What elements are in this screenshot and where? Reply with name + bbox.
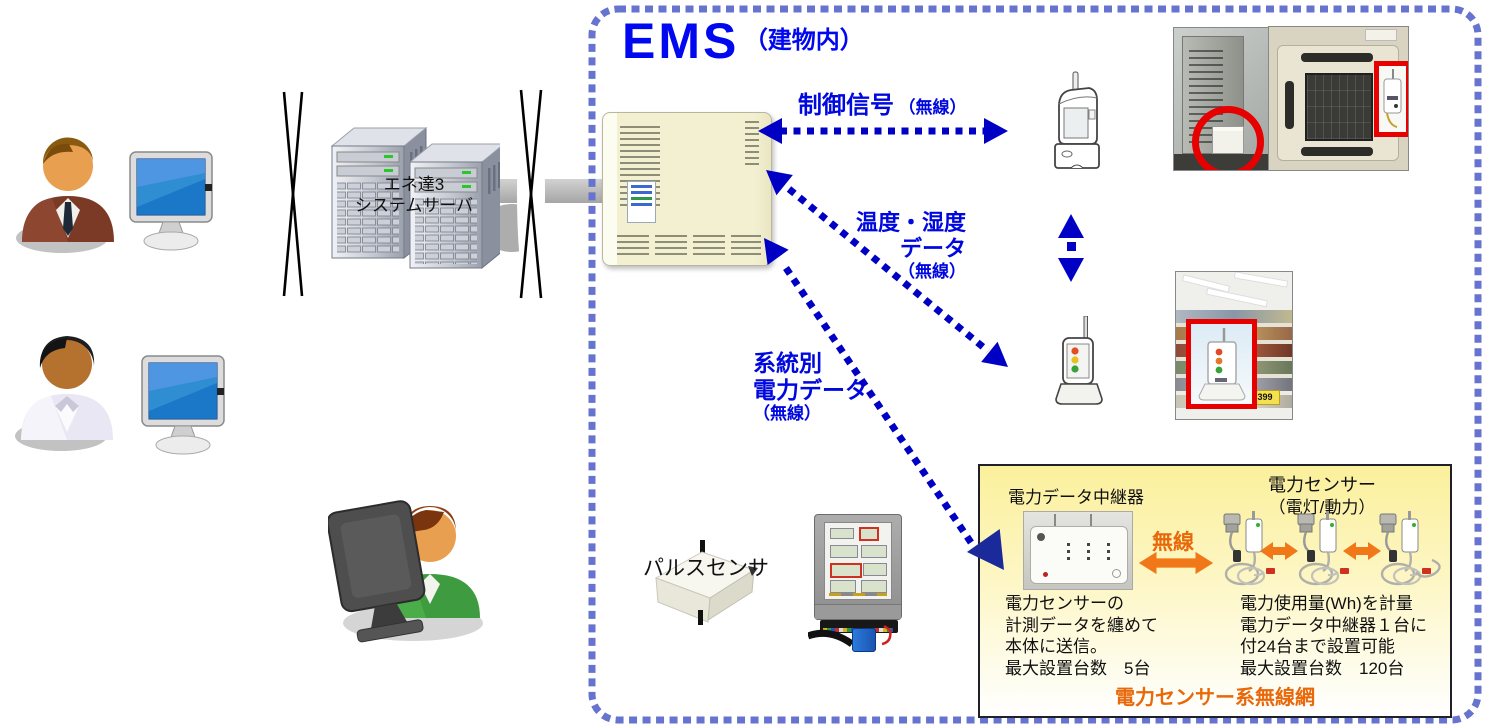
network-link-icon	[517, 84, 545, 304]
meter-cable	[808, 624, 892, 647]
temp-humidity-data-label: 温度・湿度 データ （無線）	[838, 210, 966, 282]
relay-desc-line: 最大設置台数 5台	[1005, 658, 1151, 678]
photo-power-data-relay	[1024, 512, 1132, 589]
sensor-title-line2: （電灯/動力）	[1268, 498, 1376, 517]
cassette-slat	[1301, 147, 1373, 156]
cassette-slat	[1285, 81, 1294, 129]
red-circle-highlight	[1192, 106, 1264, 170]
monitor-icon	[141, 355, 225, 455]
controller-vent	[693, 235, 725, 255]
meter-body	[814, 514, 902, 620]
orange-double-arrow-icon	[1138, 551, 1214, 575]
ems-subtitle: （建物内）	[743, 27, 864, 54]
relay-title: 電力データ中継器	[1008, 488, 1144, 507]
server-towers-icon	[330, 126, 500, 270]
red-rect-sensor-highlight	[1374, 61, 1408, 137]
wireless-network-footer-label: 電力センサー系無線網	[1115, 687, 1315, 709]
power-sensor-units	[1222, 510, 1441, 586]
sensor-desc-line: 電力データ中継器１台に	[1240, 615, 1427, 635]
server-label-line1: エネ達3	[383, 175, 445, 194]
temp-label-line1: 温度・湿度	[855, 210, 966, 235]
power-sensor-wireless-network-box: 電力データ中継器 電力センサー （電灯/動力） 無線	[978, 464, 1452, 718]
controller-vent	[617, 235, 649, 255]
fluorescent-light	[1205, 287, 1269, 308]
meter-face	[824, 522, 892, 600]
network-link-icon	[280, 86, 306, 302]
control-signal-label: 制御信号 （無線）	[798, 92, 966, 120]
operator-at-workstation-icon	[328, 500, 483, 643]
cassette-grille	[1305, 73, 1373, 141]
power-label-line2: 電力データ	[753, 377, 868, 404]
relay-device-body	[1030, 526, 1128, 584]
controller-label-sticker	[627, 181, 656, 223]
network-connector-bar	[486, 179, 616, 203]
controller-vent	[745, 121, 759, 169]
power-label-line3: （無線）	[753, 404, 821, 424]
meter-blue-connector	[852, 628, 876, 652]
per-system-power-data-label: 系統別 電力データ （無線）	[753, 350, 868, 424]
temp-label-line3: （無線）	[898, 261, 966, 281]
price-tag: 399	[1250, 390, 1280, 405]
ceiling-vent	[1365, 29, 1397, 41]
ac-wireless-controller-illustration	[1054, 71, 1100, 169]
photo-ceiling-cassette-ac	[1269, 27, 1408, 170]
photo-electricity-meter	[808, 510, 906, 652]
server-label-line2: システムサーバ	[354, 196, 474, 215]
photo-store-interior: 399	[1176, 272, 1292, 419]
sensor-desc-line: 電力使用量(Wh)を計量	[1240, 594, 1413, 613]
monitor-icon	[129, 151, 213, 251]
relay-desc-line: 計測データを纏めて	[1005, 615, 1158, 635]
sensor-in-photo	[1383, 69, 1402, 128]
sensor-desc-line: 付24台まで設置可能	[1240, 637, 1395, 656]
server-label: エネ達3 システムサーバ	[330, 174, 498, 216]
staff-user-icon	[15, 336, 113, 451]
sensor-description: 電力使用量(Wh)を計量 電力データ中継器１台に 付24台まで設置可能 最大設置…	[1240, 593, 1427, 679]
manager-user-icon	[16, 137, 114, 253]
control-signal-text: 制御信号	[798, 92, 894, 119]
sensor-in-photo	[1198, 328, 1246, 401]
relay-description: 電力センサーの 計測データを纏めて 本体に送信。 最大設置台数 5台	[1005, 593, 1158, 679]
controller-vent	[731, 235, 761, 255]
sensor-title-line1: 電力センサー	[1268, 475, 1376, 495]
ems-controller-device	[602, 112, 772, 266]
fluorescent-light	[1233, 272, 1289, 288]
photo-outdoor-ac-unit	[1174, 28, 1269, 170]
relay-desc-line: 電力センサーの	[1005, 594, 1124, 613]
control-signal-wireless: （無線）	[898, 98, 967, 117]
ems-title: EMS	[622, 13, 740, 69]
temp-humidity-sensor-illustration	[1055, 316, 1103, 405]
wireless-label: 無線	[1152, 531, 1194, 554]
cassette-slat	[1301, 53, 1373, 62]
relay-desc-line: 本体に送信。	[1005, 637, 1107, 656]
controller-vent	[655, 235, 687, 255]
pulse-sensor-illustration	[654, 540, 758, 625]
sensor-desc-line: 最大設置台数 120台	[1240, 658, 1405, 678]
temp-label-line2: データ	[899, 235, 966, 261]
power-label-line1: 系統別	[753, 350, 822, 376]
meter-lower-band	[815, 604, 901, 619]
ems-title-block: EMS （建物内）	[622, 12, 864, 70]
pulse-sensor-label: パルスセンサ	[643, 557, 769, 580]
red-rect-sensor-highlight	[1186, 319, 1257, 409]
ems-boundary-dashed-border	[588, 5, 1482, 724]
